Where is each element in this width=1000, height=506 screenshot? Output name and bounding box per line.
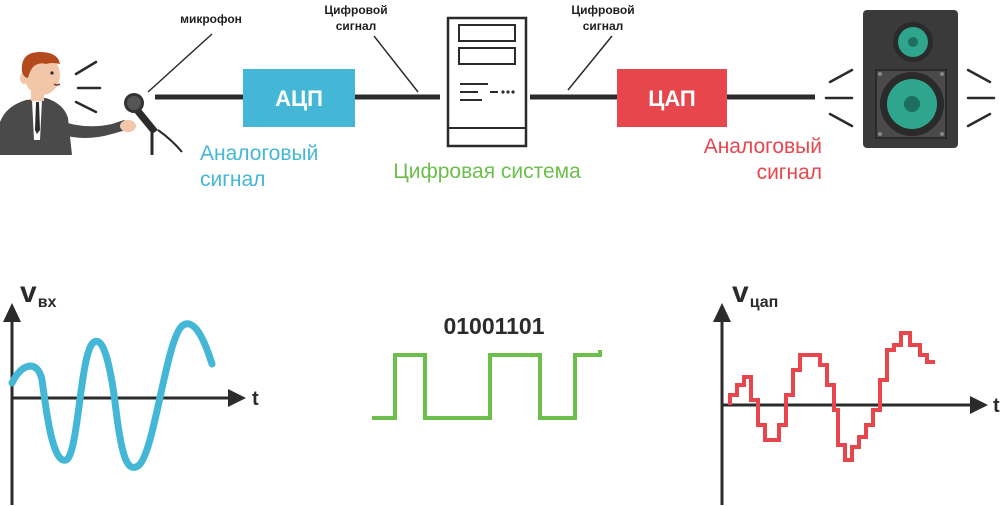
output-t-label: t [993,395,1000,417]
digital-square-wave [372,350,602,420]
digital-signal-left-label-2: сигнал [336,19,377,33]
digital-signal-right-label-2: сигнал [583,19,624,33]
sound-lines-right-icon [966,68,996,128]
input-analog-wave [8,320,216,471]
input-x-arrow [228,389,246,407]
computer-tower-icon [446,16,528,148]
voice-lines-icon [74,60,102,114]
dac-label: ЦАП [648,86,695,111]
input-signal-graph: vвх t [3,276,259,505]
microphone-icon [124,93,183,155]
digital-signal-graph: 01001101 [372,313,602,420]
sound-lines-left-icon [824,68,854,128]
leader-microphone [147,33,213,93]
output-v-subscript: цап [750,294,779,311]
digital-signal-right-label-1: Цифровой [571,3,634,17]
digital-bits-label: 01001101 [443,313,544,339]
dac-box [617,69,727,127]
output-x-arrow [970,396,988,414]
person-speaking-icon [0,52,136,155]
analog-signal-left-label-1: Аналоговый [200,142,318,165]
microphone-label: микрофон [180,12,242,26]
leader-digital-right [567,35,613,91]
digital-signal-left-label-1: Цифровой [324,3,387,17]
input-t-label: t [252,388,259,410]
analog-signal-right-label-2: сигнал [757,161,822,184]
output-v-label: vцап [732,276,778,311]
output-y-arrow [713,303,731,322]
analog-signal-left-label-2: сигнал [200,168,265,191]
speaker-icon [863,10,958,148]
input-v-subscript: вх [38,294,57,311]
adc-box [243,69,355,127]
digital-system-label: Цифровая система [393,160,581,183]
input-v-letter: v [20,276,37,309]
adc-label: АЦП [275,86,323,111]
leader-digital-left [373,35,419,93]
output-stepped-wave [728,331,935,462]
output-v-letter: v [732,276,749,309]
input-y-arrow [3,303,21,322]
analog-signal-right-label-1: Аналоговый [704,135,822,158]
output-signal-graph: vцап t [713,276,1000,505]
input-v-label: vвх [20,276,57,311]
